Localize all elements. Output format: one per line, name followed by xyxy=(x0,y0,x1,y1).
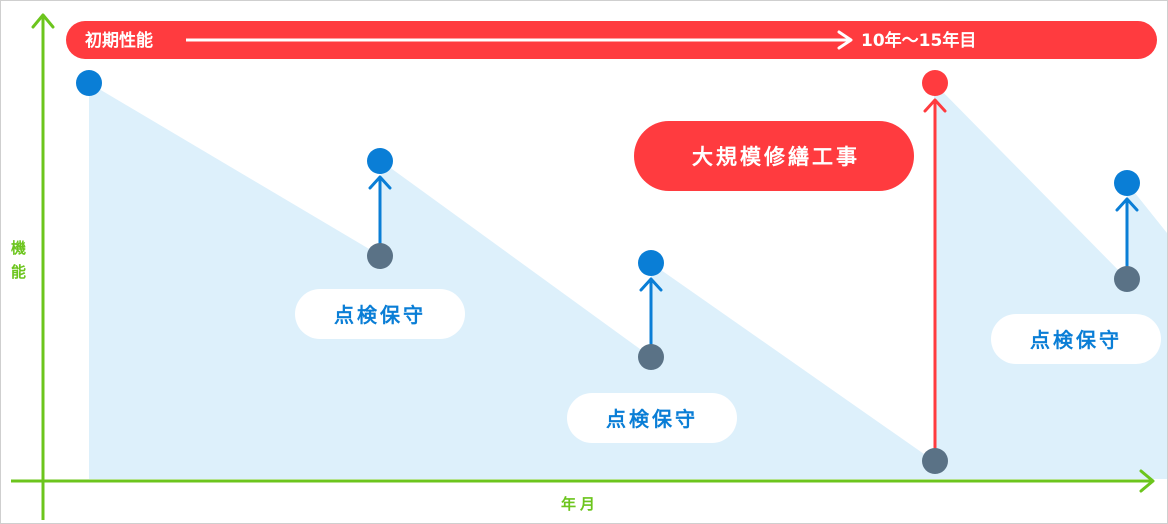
inspection-3-after-point xyxy=(1114,170,1140,196)
timeline-start-label: 初期性能 xyxy=(85,30,153,51)
x-axis-arrow-head xyxy=(1139,469,1155,493)
inspection-2-label: 点検保守 xyxy=(606,407,698,431)
inspection-1-label: 点検保守 xyxy=(334,303,426,327)
inspection-1-arrow-head xyxy=(368,175,392,190)
major-repair-label-pill xyxy=(634,121,914,191)
initial-performance-point xyxy=(76,70,102,96)
inspection-3-arrow-head xyxy=(1115,197,1139,212)
inspection-2-after-point xyxy=(638,250,664,276)
major-repair-arrow-head xyxy=(923,98,947,113)
inspection-1-after-point xyxy=(367,148,393,174)
inspection-1-before-point xyxy=(367,243,393,269)
inspection-2-arrow-head xyxy=(639,277,663,292)
timeline-arrow-head xyxy=(837,30,853,50)
inspection-1-label-pill xyxy=(295,289,465,339)
y-axis-label-1: 機 xyxy=(11,239,26,257)
x-axis-label: 年月 xyxy=(561,495,599,513)
y-axis-label-2: 能 xyxy=(11,263,26,281)
timeline-end-label: 10年〜15年目 xyxy=(861,30,976,51)
performance-area xyxy=(89,83,1167,479)
y-axis-arrow-head xyxy=(31,13,55,29)
inspection-3-label: 点検保守 xyxy=(1030,328,1122,352)
inspection-3-before-point xyxy=(1114,266,1140,292)
major-repair-label: 大規模修繕工事 xyxy=(692,145,860,169)
inspection-2-label-pill xyxy=(567,393,737,443)
major-repair-after-point xyxy=(922,70,948,96)
inspection-2-before-point xyxy=(638,344,664,370)
inspection-3-label-pill xyxy=(991,314,1161,364)
major-repair-before-point xyxy=(922,448,948,474)
